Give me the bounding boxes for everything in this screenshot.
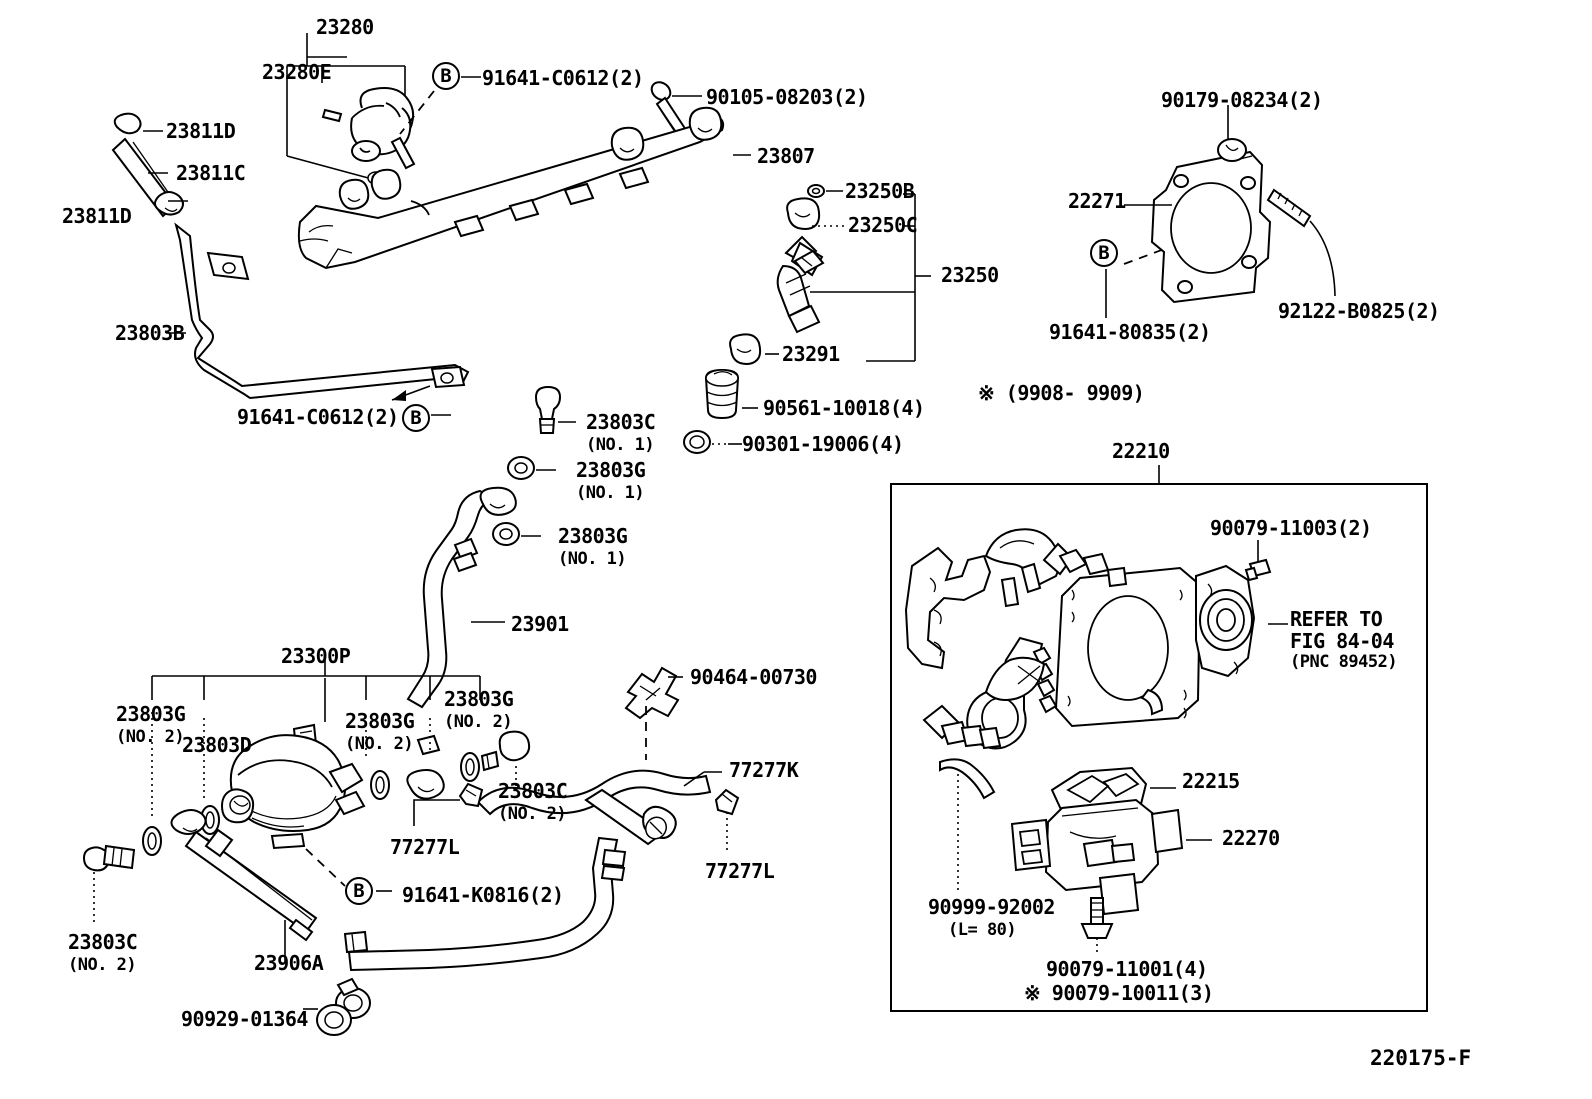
hose-23811-and-tube-23803b	[111, 112, 470, 416]
label-90301-19006[interactable]: 90301-19006(4)	[742, 432, 904, 456]
clamps-90929-01364	[303, 977, 371, 1036]
label-90105-08203[interactable]: 90105-08203(2)	[706, 85, 868, 109]
label-23803g-no1-b[interactable]: 23803G	[558, 524, 628, 548]
label-date-note: ※ (9908- 9909)	[978, 381, 1145, 405]
label-77277l-right[interactable]: 77277L	[705, 859, 775, 883]
label-23250c[interactable]: 23250C	[848, 213, 918, 237]
label-23906a[interactable]: 23906A	[254, 951, 324, 975]
group-box-22210	[890, 483, 1428, 1012]
label-23803g-no1-a[interactable]: 23803G	[576, 458, 646, 482]
label-23803c-no2-mid[interactable]: 23803C	[498, 779, 568, 803]
label-90179-08234[interactable]: 90179-08234(2)	[1161, 88, 1323, 112]
label-90561-10018[interactable]: 90561-10018(4)	[763, 396, 925, 420]
label-90079-10011[interactable]: ※ 90079-10011(3)	[1024, 981, 1214, 1005]
label-77277l-left[interactable]: 77277L	[390, 835, 460, 859]
label-23250b[interactable]: 23250B	[845, 179, 915, 203]
label-90464-00730[interactable]: 90464-00730	[690, 665, 817, 689]
label-23803c-no2-left-sub: (NO. 2)	[68, 955, 137, 975]
label-23803c-no2-left[interactable]: 23803C	[68, 930, 138, 954]
label-91641-80835[interactable]: 91641-80835(2)	[1049, 320, 1211, 344]
fuel-pipe-23906a	[170, 809, 318, 962]
label-refer-to-line1: REFER TO	[1290, 607, 1383, 631]
label-23807[interactable]: 23807	[757, 144, 815, 168]
grommet-90561-10018	[704, 368, 758, 420]
label-23803c-no1[interactable]: 23803C	[586, 410, 656, 434]
reference-bubble-b-fuel-tube[interactable]: B	[402, 404, 430, 432]
throttle-gasket-22271	[1105, 105, 1336, 318]
union-bolt-23803c-no2-left	[82, 844, 136, 924]
label-23803g-no1-a-sub: (NO. 1)	[576, 483, 645, 503]
label-23803g-no2-a[interactable]: 23803G	[116, 702, 186, 726]
label-22210[interactable]: 22210	[1112, 439, 1170, 463]
reference-bubble-b-throttle-gasket[interactable]: B	[1090, 239, 1118, 267]
label-23803g-no2-c-sub: (NO. 2)	[444, 712, 513, 732]
reference-bubble-b-fuel-filter[interactable]: B	[345, 877, 373, 905]
label-90999-92002-sub: (L= 80)	[948, 920, 1017, 940]
label-23803g-no1-b-sub: (NO. 1)	[558, 549, 627, 569]
label-23803g-no2-c[interactable]: 23803G	[444, 687, 514, 711]
bracket-23280	[286, 33, 406, 180]
clip-90464-00730	[624, 666, 683, 760]
label-90079-11001[interactable]: 90079-11001(4)	[1046, 957, 1208, 981]
fuel-hose-23901	[406, 486, 517, 800]
label-23250[interactable]: 23250	[941, 263, 999, 287]
label-23803c-no2-mid-sub: (NO. 2)	[498, 804, 567, 824]
label-91641-c0612-bottom[interactable]: 91641-C0612(2)	[237, 405, 399, 429]
leader-b-top	[399, 90, 435, 135]
label-23811d-bottom[interactable]: 23811D	[62, 204, 132, 228]
label-92122-b0825[interactable]: 92122-B0825(2)	[1278, 299, 1440, 323]
label-22271[interactable]: 22271	[1068, 189, 1126, 213]
o-ring-90301-19006	[683, 430, 742, 454]
label-22215[interactable]: 22215	[1182, 769, 1240, 793]
label-23811c[interactable]: 23811C	[176, 161, 246, 185]
reference-bubble-b-fuel-rail[interactable]: B	[432, 62, 460, 90]
lower-fuel-hose	[303, 836, 627, 1036]
label-91641-c0612-top[interactable]: 91641-C0612(2)	[482, 66, 644, 90]
label-23803g-no2-a-sub: (NO. 2)	[116, 727, 185, 747]
label-22270[interactable]: 22270	[1222, 826, 1280, 850]
fuel-hose-77277k	[413, 769, 740, 850]
label-23280[interactable]: 23280	[316, 15, 374, 39]
label-23291[interactable]: 23291	[782, 342, 840, 366]
label-23803d[interactable]: 23803D	[182, 733, 252, 757]
bolt-90105-08203	[650, 81, 702, 138]
fuel-delivery-pipe-23807	[297, 106, 751, 270]
label-90079-11003[interactable]: 90079-11003(2)	[1210, 516, 1372, 540]
label-90929-01364[interactable]: 90929-01364	[181, 1007, 308, 1031]
label-23803g-no2-b-sub: (NO. 2)	[345, 734, 414, 754]
label-refer-to-line3: (PNC 89452)	[1290, 652, 1398, 672]
pressure-regulator-part	[321, 87, 416, 185]
label-23300p[interactable]: 23300P	[281, 644, 351, 668]
label-23901[interactable]: 23901	[511, 612, 569, 636]
label-refer-to-line2: FIG 84-04	[1290, 629, 1394, 653]
label-23811d-top[interactable]: 23811D	[166, 119, 236, 143]
injector-group-23250	[729, 184, 931, 365]
label-23803c-no1-sub: (NO. 1)	[586, 435, 655, 455]
label-90999-92002[interactable]: 90999-92002	[928, 895, 1055, 919]
label-23280e[interactable]: 23280E	[262, 60, 332, 84]
gaskets-23803g-no1	[492, 456, 556, 546]
label-77277k[interactable]: 77277K	[729, 758, 799, 782]
label-23803g-no2-b[interactable]: 23803G	[345, 709, 415, 733]
label-23803b[interactable]: 23803B	[115, 321, 185, 345]
label-91641-k0816[interactable]: 91641-K0816(2)	[402, 883, 564, 907]
union-bolt-23803c-no1	[534, 385, 576, 434]
diagram-footer-code: 220175-F	[1370, 1046, 1472, 1070]
